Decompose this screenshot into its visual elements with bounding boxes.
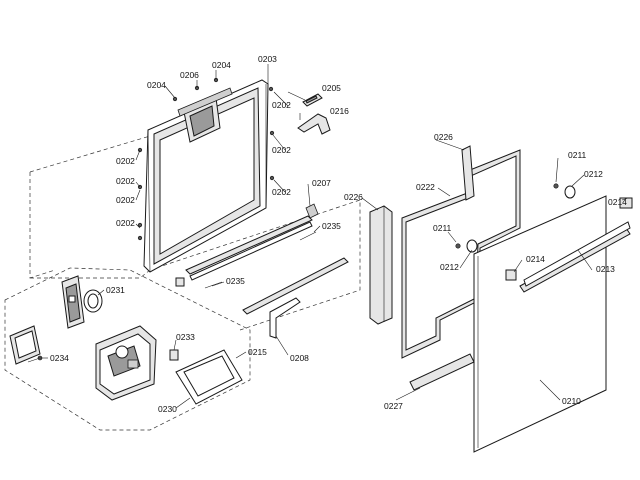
label-0204-b: 0204 bbox=[212, 60, 231, 70]
label-0202-b: 0202 bbox=[272, 145, 291, 155]
door-lock-0231 bbox=[61, 275, 85, 329]
label-0235-b: 0235 bbox=[226, 276, 245, 286]
label-0214-a: 0214 bbox=[608, 197, 627, 207]
label-0211-b: 0211 bbox=[433, 223, 452, 233]
inner-door-panel bbox=[143, 79, 269, 273]
spring-0235a bbox=[204, 281, 223, 289]
spring-0235b bbox=[299, 231, 317, 241]
label-0205: 0205 bbox=[322, 83, 341, 93]
screw-0211a bbox=[553, 183, 559, 189]
label-0202-a: 0202 bbox=[272, 100, 291, 110]
label-0213: 0213 bbox=[596, 264, 615, 274]
hinge-bracket-0216 bbox=[297, 113, 331, 135]
end-cap-0214a bbox=[619, 197, 633, 209]
handle-0213 bbox=[519, 221, 631, 293]
door-assembly-group-outline bbox=[29, 135, 361, 331]
label-0211-a: 0211 bbox=[568, 150, 587, 160]
switch-plate-0234 bbox=[9, 325, 43, 365]
label-0202-f: 0202 bbox=[116, 218, 135, 228]
label-0202-c: 0202 bbox=[116, 156, 135, 166]
bracket-0205 bbox=[302, 93, 323, 107]
label-0204-a: 0204 bbox=[147, 80, 166, 90]
leader-lines bbox=[38, 64, 629, 409]
label-0207: 0207 bbox=[312, 178, 331, 188]
bottom-rail-0208 bbox=[242, 257, 349, 339]
washer-0212b bbox=[466, 239, 478, 253]
label-0216: 0216 bbox=[330, 106, 349, 116]
label-0206: 0206 bbox=[180, 70, 199, 80]
label-0202-e: 0202 bbox=[116, 195, 135, 205]
label-0208: 0208 bbox=[290, 353, 309, 363]
label-0233: 0233 bbox=[176, 332, 195, 342]
screw-0211b bbox=[455, 243, 461, 249]
side-trim-0226 bbox=[369, 205, 393, 325]
end-cap-0214b bbox=[505, 269, 517, 281]
label-0222: 0222 bbox=[416, 182, 435, 192]
callout-labels: 0203 0204 0206 0204 0205 0202 0216 0202 … bbox=[50, 54, 627, 414]
label-0231: 0231 bbox=[106, 285, 125, 295]
label-0235-a: 0235 bbox=[322, 221, 341, 231]
dispenser-unit bbox=[95, 325, 157, 401]
dispenser-seal-0230 bbox=[175, 349, 243, 405]
label-0202-g: 0202 bbox=[272, 187, 291, 197]
hinge-clip bbox=[175, 277, 185, 287]
label-0215: 0215 bbox=[248, 347, 267, 357]
lock-assembly-group-outline bbox=[4, 267, 251, 431]
label-0210: 0210 bbox=[562, 396, 581, 406]
kick-strip-0227 bbox=[409, 353, 475, 391]
label-0214-b: 0214 bbox=[526, 254, 545, 264]
label-0230: 0230 bbox=[158, 404, 177, 414]
label-0226-a: 0226 bbox=[434, 132, 453, 142]
label-0212-a: 0212 bbox=[584, 169, 603, 179]
clip-0233 bbox=[169, 349, 179, 361]
top-trim-rail-0207 bbox=[185, 203, 319, 281]
label-0212-b: 0212 bbox=[440, 262, 459, 272]
seal-ring bbox=[83, 289, 103, 313]
label-0234: 0234 bbox=[50, 353, 69, 363]
washer-0212a bbox=[564, 185, 576, 199]
label-0203: 0203 bbox=[258, 54, 277, 64]
label-0226-b: 0226 bbox=[344, 192, 363, 202]
trim-strip-0226 bbox=[461, 145, 475, 201]
label-0227: 0227 bbox=[384, 401, 403, 411]
label-0202-d: 0202 bbox=[116, 176, 135, 186]
